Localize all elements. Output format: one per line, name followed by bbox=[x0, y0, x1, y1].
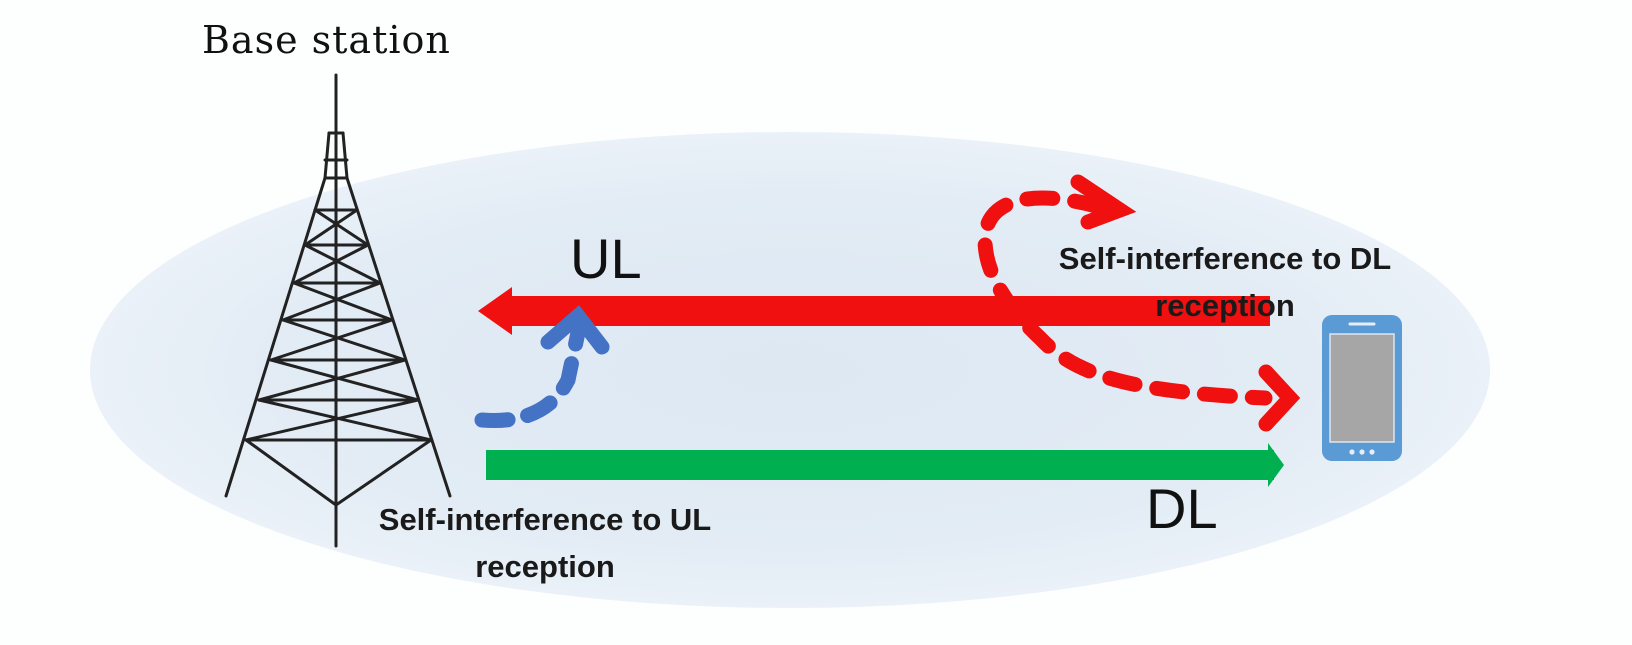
base-station-label: Base station bbox=[202, 18, 451, 62]
dl-label: DL bbox=[1146, 477, 1218, 540]
mobile-phone-icon bbox=[1322, 315, 1402, 461]
ul-arrow bbox=[478, 287, 1270, 335]
dl-arrow bbox=[486, 443, 1284, 487]
base-station-tower-icon bbox=[224, 73, 452, 548]
si-ul-label: Self-interference to UL reception bbox=[378, 502, 712, 584]
ul-label: UL bbox=[570, 227, 642, 290]
si-dl-arrow bbox=[977, 174, 1301, 432]
coverage-area bbox=[90, 132, 1490, 608]
si-ul-arrow bbox=[474, 305, 610, 428]
si-dl-label: Self-interference to DL reception bbox=[1058, 241, 1392, 323]
